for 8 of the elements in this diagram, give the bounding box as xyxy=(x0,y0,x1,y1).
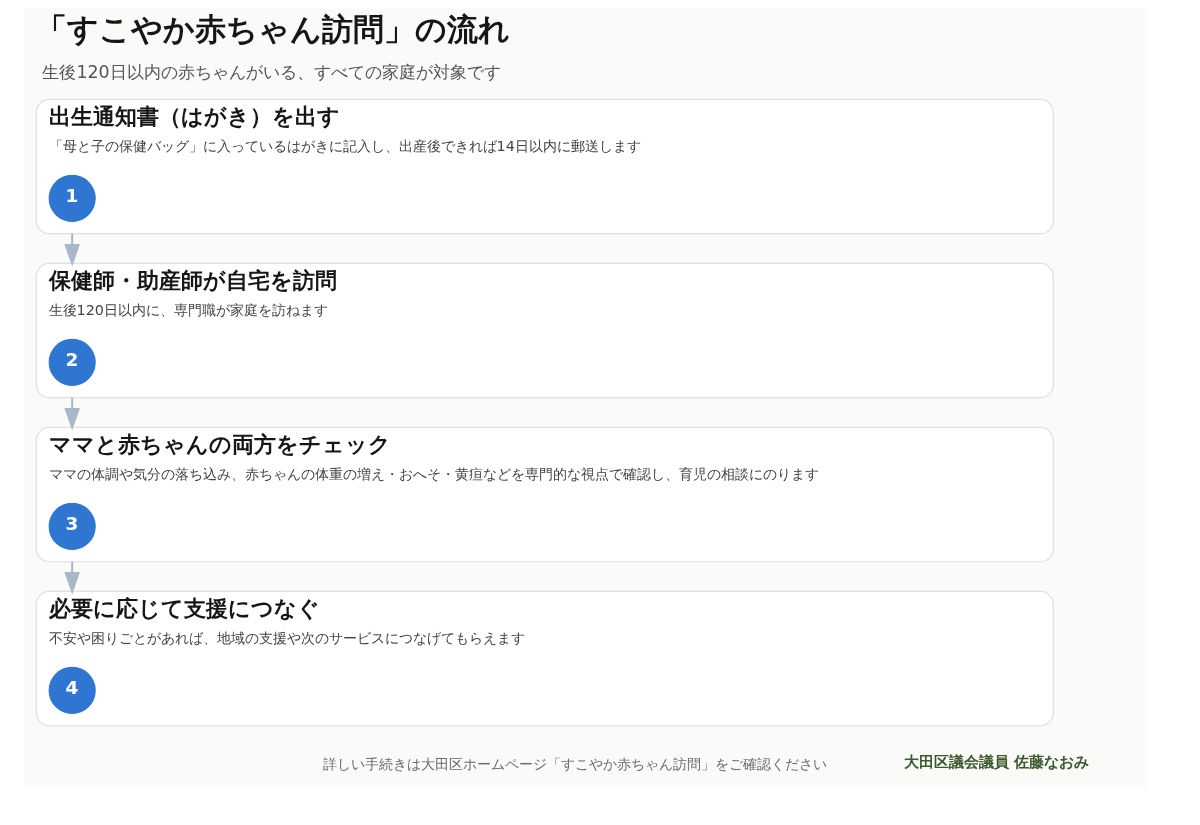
node-circle: 2 xyxy=(48,338,96,386)
label: 生後120日以内の赤ちゃんがいる、すべての家庭が対象です xyxy=(41,61,501,82)
node-circle: 4 xyxy=(48,666,96,714)
node-circle: 3 xyxy=(48,502,96,550)
label: 詳しい手続きは大田区ホームページ「すこやか赤ちゃん訪問」をご確認ください xyxy=(322,755,827,772)
diagram-title: 「すこやか赤ちゃん訪問」の流れ xyxy=(35,10,510,47)
label: 大田区議会議員 佐藤なおみ xyxy=(903,753,1089,772)
node-circle: 1 xyxy=(48,174,96,222)
